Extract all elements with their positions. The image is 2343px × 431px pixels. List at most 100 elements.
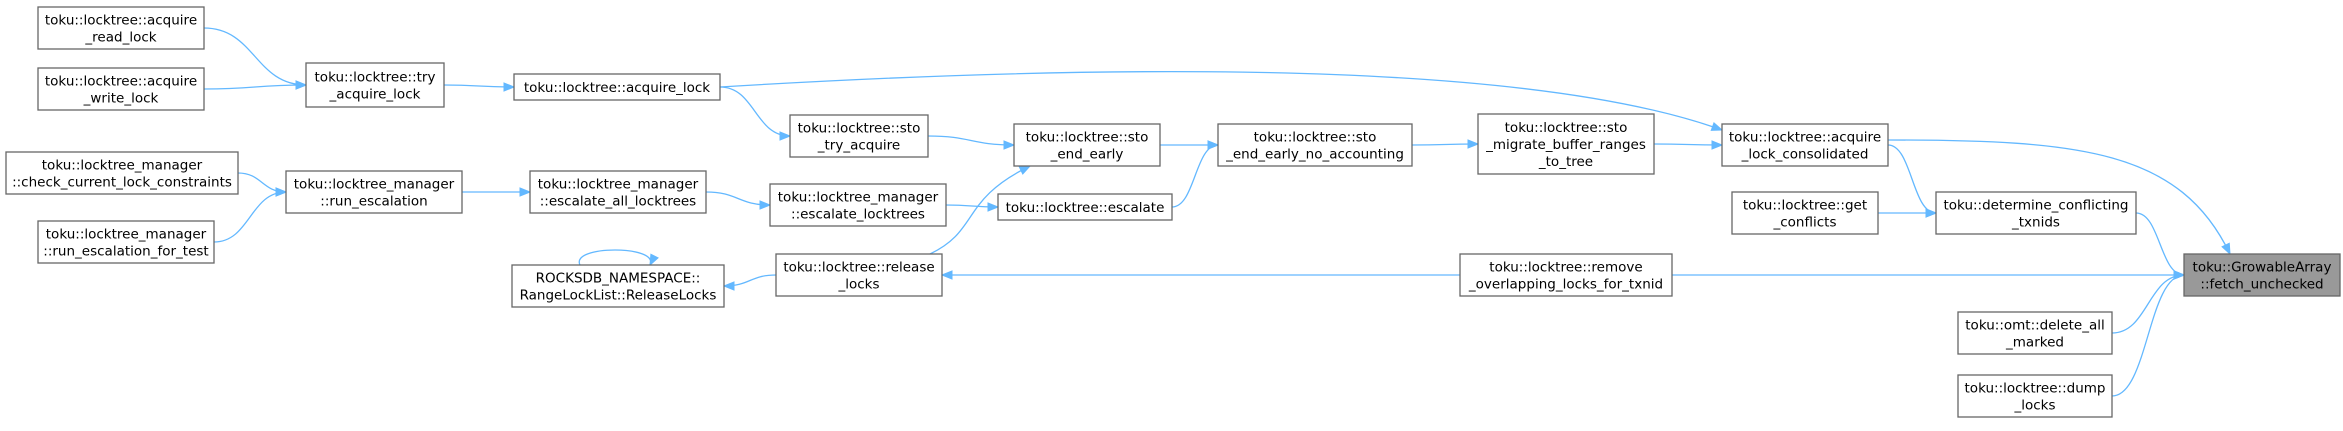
edge-sto_try_acquire-to-sto_end_early-arrowhead: [1003, 140, 1016, 150]
edge-acquire_lock_consolidated-to-root: [1887, 139, 2231, 255]
node-box: [1935, 191, 2137, 235]
node-box: [2183, 253, 2341, 297]
node-label-line: toku::locktree::sto: [798, 120, 921, 136]
node-box: [529, 170, 707, 214]
node-label-line: toku::locktree::acquire: [45, 73, 197, 89]
edge-sto_migrate-to-acquire_lock_consolidated-arrowhead: [1711, 140, 1724, 150]
node-label-line: toku::GrowableArray: [2193, 259, 2332, 275]
node-label-line: toku::locktree_manager: [42, 157, 203, 173]
node-determine_conflicting_txnids[interactable]: toku::determine_conflicting_txnids: [1935, 191, 2137, 235]
node-sto_migrate[interactable]: toku::locktree::sto_migrate_buffer_range…: [1477, 113, 1655, 175]
node-box: [789, 114, 929, 158]
node-box: [37, 220, 215, 264]
node-acquire_lock_consolidated[interactable]: toku::locktree::acquire_lock_consolidate…: [1721, 123, 1889, 167]
node-box: [285, 170, 463, 214]
node-label-line: _read_lock: [84, 29, 156, 45]
edge-remove_overlapping-to-release_locks-arrowhead: [940, 270, 953, 280]
node-label-line: _conflicts: [1773, 214, 1837, 230]
node-label-line: ::escalate_all_locktrees: [540, 193, 696, 209]
node-sto_end_early[interactable]: toku::locktree::sto_end_early: [1013, 123, 1161, 167]
node-label-line: _to_tree: [1538, 154, 1593, 170]
node-label-line: toku::locktree::acquire_lock: [524, 80, 710, 96]
node-label-line: _end_early_no_accounting: [1225, 146, 1404, 162]
node-box: [305, 62, 445, 108]
node-box: [1957, 311, 2113, 355]
edge-delete_all_marked-to-root: [2111, 274, 2185, 334]
node-delete_all_marked[interactable]: toku::omt::delete_all_marked: [1957, 311, 2113, 355]
node-rangelocklist_release[interactable]: ROCKSDB_NAMESPACE::RangeLockList::Releas…: [511, 264, 725, 308]
node-label-line: _overlapping_locks_for_txnid: [1468, 276, 1663, 292]
node-label-line: ::fetch_unchecked: [2200, 276, 2323, 292]
edge-acquire_lock-to-sto_try_acquire: [719, 86, 791, 137]
node-label-line: _end_early: [1050, 146, 1124, 162]
node-label-line: _txnids: [2011, 214, 2060, 230]
edge-acquire_lock-to-sto_try_acquire-arrowhead: [779, 131, 792, 141]
node-box: [513, 73, 721, 101]
node-box: [769, 183, 947, 227]
edge-release_locks-to-sto_end_early-arrowhead: [1018, 165, 1032, 175]
edge-rangelocklist_release-to-rangelocklist_release-arrowhead: [649, 253, 659, 267]
nodes-layer: toku::GrowableArray::fetch_uncheckedtoku…: [5, 6, 2341, 418]
edge-acquire_write_lock-to-try_acquire_lock-arrowhead: [295, 80, 308, 90]
node-remove_overlapping[interactable]: toku::locktree::remove_overlapping_locks…: [1459, 253, 1673, 297]
node-root[interactable]: toku::GrowableArray::fetch_unchecked: [2183, 253, 2341, 297]
node-label-line: toku::locktree::release: [783, 259, 934, 275]
node-try_acquire_lock[interactable]: toku::locktree::try_acquire_lock: [305, 62, 445, 108]
node-sto_end_early_no_accounting[interactable]: toku::locktree::sto_end_early_no_account…: [1217, 123, 1413, 167]
edge-acquire_lock_consolidated-to-root-arrowhead: [2221, 242, 2231, 256]
node-label-line: _marked: [2005, 334, 2064, 350]
node-label-line: toku::locktree_manager: [778, 189, 939, 205]
edge-run_escalation_for_test-to-run_escalation-arrowhead: [275, 187, 288, 197]
node-label-line: toku::locktree::sto: [1254, 129, 1377, 145]
node-acquire_write_lock[interactable]: toku::locktree::acquire_write_lock: [37, 67, 205, 111]
node-escalate[interactable]: toku::locktree::escalate: [997, 193, 1173, 221]
node-label-line: toku::locktree::try: [315, 69, 436, 85]
node-run_escalation_for_test[interactable]: toku::locktree_manager::run_escalation_f…: [37, 220, 215, 264]
node-label-line: _lock_consolidated: [1741, 146, 1869, 162]
edge-release_locks-to-sto_end_early: [929, 165, 1031, 255]
node-label-line: toku::locktree::sto: [1505, 120, 1628, 136]
node-sto_try_acquire[interactable]: toku::locktree::sto_try_acquire: [789, 114, 929, 158]
node-escalate_all_locktrees[interactable]: toku::locktree_manager::escalate_all_loc…: [529, 170, 707, 214]
edge-acquire_read_lock-to-try_acquire_lock: [203, 27, 307, 86]
node-label-line: _locks: [837, 276, 879, 292]
node-escalate_locktrees[interactable]: toku::locktree_manager::escalate_locktre…: [769, 183, 947, 227]
node-box: [511, 264, 725, 308]
node-label-line: ::escalate_locktrees: [791, 206, 925, 222]
node-box: [37, 6, 205, 50]
node-check_current_lock_constraints[interactable]: toku::locktree_manager::check_current_lo…: [5, 151, 239, 195]
node-acquire_lock[interactable]: toku::locktree::acquire_lock: [513, 73, 721, 101]
node-label-line: toku::locktree::acquire: [45, 12, 197, 28]
edge-escalate_all_locktrees-to-escalate_locktrees-arrowhead: [759, 200, 772, 210]
node-run_escalation[interactable]: toku::locktree_manager::run_escalation: [285, 170, 463, 214]
edge-run_escalation-to-escalate_all_locktrees-arrowhead: [519, 187, 532, 197]
node-box: [1459, 253, 1673, 297]
node-label-line: toku::locktree::escalate: [1006, 200, 1165, 216]
node-acquire_read_lock[interactable]: toku::locktree::acquire_read_lock: [37, 6, 205, 50]
node-label-line: ::run_escalation: [320, 193, 427, 209]
node-box: [37, 67, 205, 111]
node-box: [1731, 191, 1879, 235]
edge-sto_end_early_no_accounting-to-sto_migrate-arrowhead: [1467, 139, 1480, 149]
node-label-line: toku::locktree::sto: [1026, 129, 1149, 145]
node-box: [1013, 123, 1161, 167]
edge-dump_locks-to-root-arrowhead: [2173, 270, 2186, 280]
node-get_conflicts[interactable]: toku::locktree::get_conflicts: [1731, 191, 1879, 235]
edge-acquire_lock_consolidated-to-determine_conflicting_txnids: [1887, 144, 1937, 214]
node-label-line: ROCKSDB_NAMESPACE::: [536, 270, 701, 286]
node-label-line: toku::omt::delete_all: [1965, 317, 2104, 333]
edge-rangelocklist_release-to-rangelocklist_release: [578, 249, 652, 266]
node-label-line: _locks: [2013, 397, 2055, 413]
node-box: [1217, 123, 1413, 167]
edge-dump_locks-to-root: [2111, 274, 2185, 397]
node-box: [5, 151, 239, 195]
edge-determine_conflicting_txnids-to-root: [2135, 212, 2185, 276]
node-release_locks[interactable]: toku::locktree::release_locks: [775, 253, 943, 297]
node-label-line: _write_lock: [83, 90, 159, 106]
node-box: [1957, 374, 2113, 418]
node-dump_locks[interactable]: toku::locktree::dump_locks: [1957, 374, 2113, 418]
node-label-line: toku::locktree::dump: [1965, 380, 2106, 396]
edge-escalate_locktrees-to-escalate-arrowhead: [987, 202, 1000, 212]
node-label-line: toku::locktree_manager: [46, 226, 207, 242]
node-label-line: ::check_current_lock_constraints: [12, 174, 232, 190]
